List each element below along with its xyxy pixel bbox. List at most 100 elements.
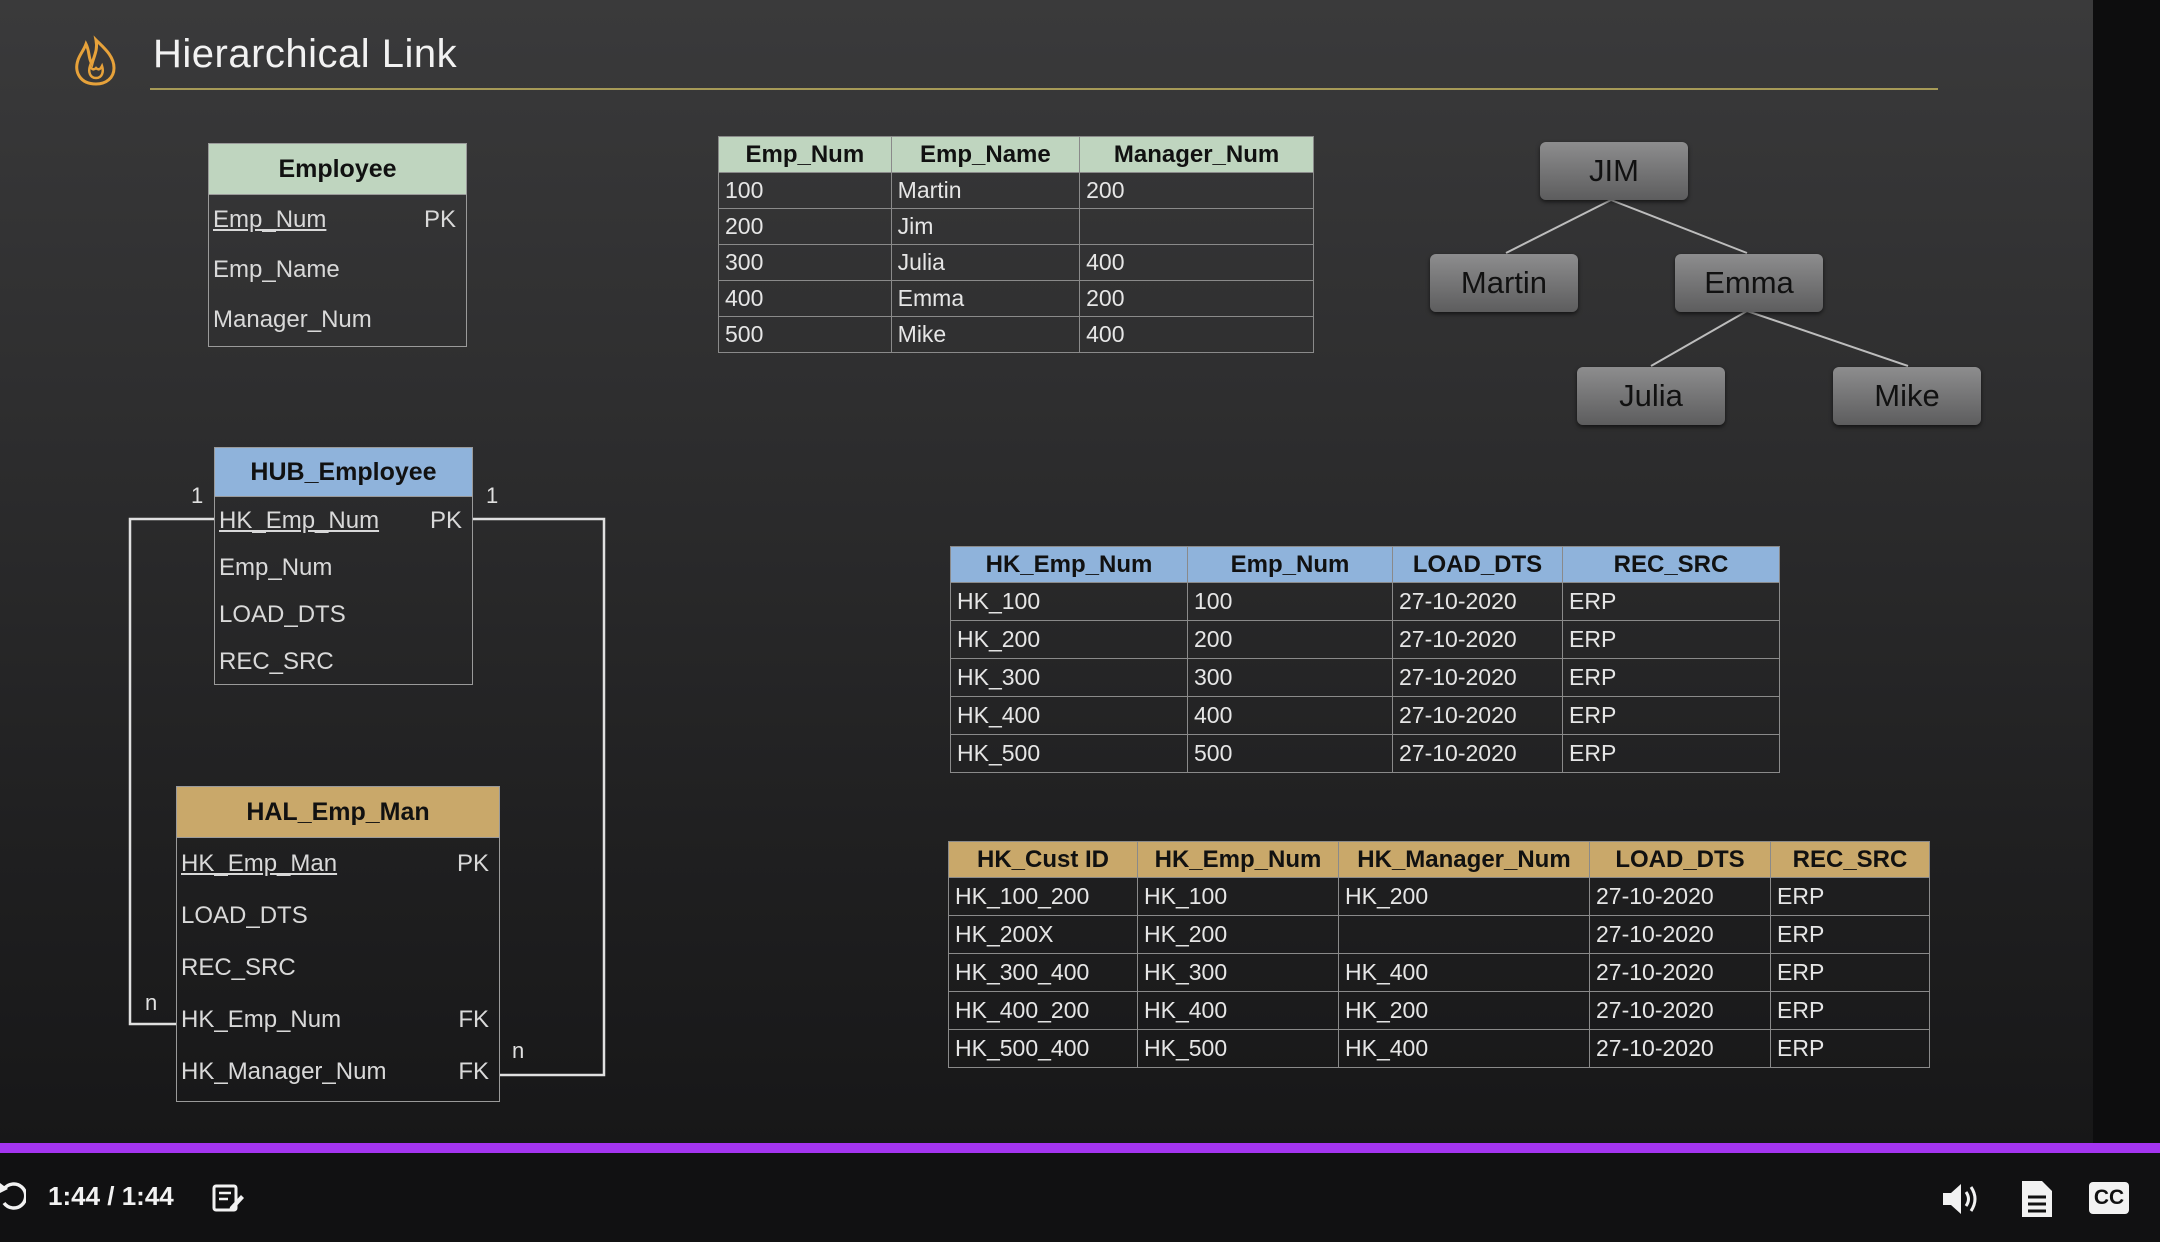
- table-cell: 27-10-2020: [1589, 915, 1771, 954]
- table-row: HK_300_400 HK_300 HK_400 27-10-2020 ERP: [948, 953, 1930, 992]
- table-cell: [1079, 208, 1314, 245]
- table-cell: 200: [1187, 620, 1393, 659]
- table-row: HK_500 500 27-10-2020 ERP: [950, 734, 1780, 773]
- org-node-mike: Mike: [1833, 367, 1981, 425]
- field-key: FK: [458, 1058, 489, 1085]
- table-cell: 200: [1079, 280, 1314, 317]
- flame-logo-icon: [75, 35, 116, 86]
- org-node-julia: Julia: [1577, 367, 1725, 425]
- table-cell: 27-10-2020: [1392, 734, 1563, 773]
- table-cell: ERP: [1770, 915, 1930, 954]
- table-cell: ERP: [1562, 658, 1780, 697]
- table-row: 300 Julia 400: [718, 244, 1314, 281]
- entity-field: HK_Emp_Num PK: [215, 497, 472, 544]
- slide-title: Hierarchical Link: [153, 32, 458, 76]
- table-row: HK_500_400 HK_500 HK_400 27-10-2020 ERP: [948, 1029, 1930, 1068]
- table-cell: 27-10-2020: [1589, 877, 1771, 916]
- table-header-row: HK_Emp_Num Emp_Num LOAD_DTS REC_SRC: [950, 546, 1780, 583]
- table-row: 100 Martin 200: [718, 172, 1314, 209]
- table-cell: ERP: [1562, 582, 1780, 621]
- cardinality-hub-right: 1: [486, 483, 499, 508]
- table-row: 500 Mike 400: [718, 316, 1314, 353]
- table-cell: Julia: [890, 244, 1081, 281]
- field-name: REC_SRC: [219, 648, 334, 675]
- table-row: HK_300 300 27-10-2020 ERP: [950, 658, 1780, 697]
- table-cell: 27-10-2020: [1589, 953, 1771, 992]
- video-controls: 1:44 / 1:44 CC: [0, 1153, 2160, 1242]
- table-cell: ERP: [1770, 991, 1930, 1030]
- table-row: 400 Emma 200: [718, 280, 1314, 317]
- table-cell: 200: [1079, 172, 1314, 209]
- table-cell: HK_500_400: [948, 1029, 1138, 1068]
- column-header: HK_Cust ID: [948, 841, 1138, 878]
- table-row: HK_400_200 HK_400 HK_200 27-10-2020 ERP: [948, 991, 1930, 1030]
- table-cell: HK_400: [1338, 953, 1590, 992]
- field-name: Emp_Num: [213, 206, 327, 233]
- table-cell: 300: [1187, 658, 1393, 697]
- column-header: REC_SRC: [1770, 841, 1930, 878]
- table-cell: HK_500: [950, 734, 1188, 773]
- table-cell: 500: [718, 316, 892, 353]
- replay-icon[interactable]: [0, 1177, 26, 1213]
- field-name: REC_SRC: [181, 954, 296, 981]
- field-key: PK: [456, 850, 489, 877]
- volume-icon[interactable]: [1941, 1182, 1981, 1216]
- table-cell: HK_200X: [948, 915, 1138, 954]
- table-header-row: HK_Cust ID HK_Emp_Num HK_Manager_Num LOA…: [948, 841, 1930, 878]
- table-row: HK_100 100 27-10-2020 ERP: [950, 582, 1780, 621]
- field-name: HK_Manager_Num: [181, 1058, 387, 1085]
- table-cell: HK_200: [950, 620, 1188, 659]
- entity-field: LOAD_DTS: [177, 890, 499, 942]
- table-row: HK_100_200 HK_100 HK_200 27-10-2020 ERP: [948, 877, 1930, 916]
- table-cell: 27-10-2020: [1392, 696, 1563, 735]
- field-name: HK_Emp_Num: [219, 507, 380, 534]
- column-header: Emp_Num: [718, 136, 892, 173]
- cardinality-hal-left: n: [145, 990, 158, 1015]
- notes-icon[interactable]: [212, 1183, 244, 1213]
- employee-entity-title: Employee: [209, 144, 466, 195]
- sidebar-edge: [2093, 0, 2160, 1145]
- employee-entity: Employee Emp_Num PK Emp_Name Manager_Num: [208, 143, 467, 347]
- table-cell: 400: [1079, 244, 1314, 281]
- table-cell: 300: [718, 244, 892, 281]
- table-cell: 27-10-2020: [1392, 582, 1563, 621]
- table-cell: 100: [718, 172, 892, 209]
- field-name: Manager_Num: [213, 306, 372, 333]
- captions-icon[interactable]: CC: [2089, 1182, 2129, 1214]
- field-key: PK: [423, 206, 456, 233]
- table-cell: HK_300: [950, 658, 1188, 697]
- table-cell: HK_300_400: [948, 953, 1138, 992]
- employee-table: Emp_Num Emp_Name Manager_Num 100 Martin …: [718, 136, 1314, 353]
- table-cell: HK_200: [1338, 877, 1590, 916]
- column-header: REC_SRC: [1562, 546, 1780, 583]
- hub-employee-entity: HUB_Employee HK_Emp_Num PK Emp_Num LOAD_…: [214, 447, 473, 685]
- table-row: 200 Jim: [718, 208, 1314, 245]
- table-cell: HK_200: [1338, 991, 1590, 1030]
- slide: Hierarchical Link 1 1 n n Employee Emp_N…: [0, 0, 2093, 1145]
- table-cell: ERP: [1770, 877, 1930, 916]
- table-cell: Jim: [890, 208, 1081, 245]
- column-header: Emp_Name: [890, 136, 1081, 173]
- transcript-icon[interactable]: [2020, 1179, 2054, 1219]
- video-progress-bar[interactable]: [0, 1143, 2160, 1153]
- hal-emp-man-table: HK_Cust ID HK_Emp_Num HK_Manager_Num LOA…: [948, 841, 1930, 1068]
- table-cell: 500: [1187, 734, 1393, 773]
- table-row: HK_200X HK_200 27-10-2020 ERP: [948, 915, 1930, 954]
- table-cell: HK_100: [1137, 877, 1339, 916]
- hal-entity-title: HAL_Emp_Man: [177, 787, 499, 838]
- table-cell: HK_400_200: [948, 991, 1138, 1030]
- entity-field: Manager_Num: [209, 295, 466, 345]
- hal-emp-man-entity: HAL_Emp_Man HK_Emp_Man PK LOAD_DTS REC_S…: [176, 786, 500, 1102]
- time-display: 1:44 / 1:44: [48, 1181, 174, 1211]
- table-cell: HK_400: [1137, 991, 1339, 1030]
- table-cell: Mike: [890, 316, 1081, 353]
- table-cell: 400: [1187, 696, 1393, 735]
- column-header: LOAD_DTS: [1589, 841, 1771, 878]
- column-header: LOAD_DTS: [1392, 546, 1563, 583]
- table-cell: ERP: [1770, 1029, 1930, 1068]
- hub-entity-title: HUB_Employee: [215, 448, 472, 497]
- table-cell: ERP: [1562, 696, 1780, 735]
- table-cell: ERP: [1562, 734, 1780, 773]
- table-cell: HK_400: [1338, 1029, 1590, 1068]
- column-header: Manager_Num: [1079, 136, 1314, 173]
